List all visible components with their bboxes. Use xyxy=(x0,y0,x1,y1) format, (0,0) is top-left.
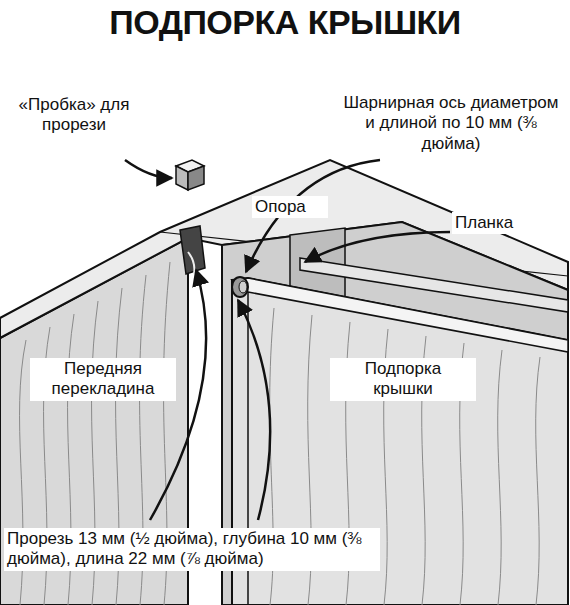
part-label: Опора xyxy=(252,196,328,218)
part-label: «Пробка» для прорези xyxy=(6,94,142,137)
slot-plug xyxy=(176,160,204,190)
slot xyxy=(180,226,205,274)
pivot-pin xyxy=(232,277,248,297)
leader-lines xyxy=(125,160,450,520)
part-label: Планка xyxy=(452,212,538,234)
part-label: Шарнирная ось диаметром и длиной по 10 м… xyxy=(335,92,567,155)
dimension-note: Прорезь 13 мм (½ дюйма), глубина 10 мм (… xyxy=(4,528,380,571)
part-label: Передняя перекладина xyxy=(30,358,176,401)
title: ПОДПОРКА КРЫШКИ xyxy=(0,4,570,41)
part-label: Подпорка крышки xyxy=(330,358,476,401)
